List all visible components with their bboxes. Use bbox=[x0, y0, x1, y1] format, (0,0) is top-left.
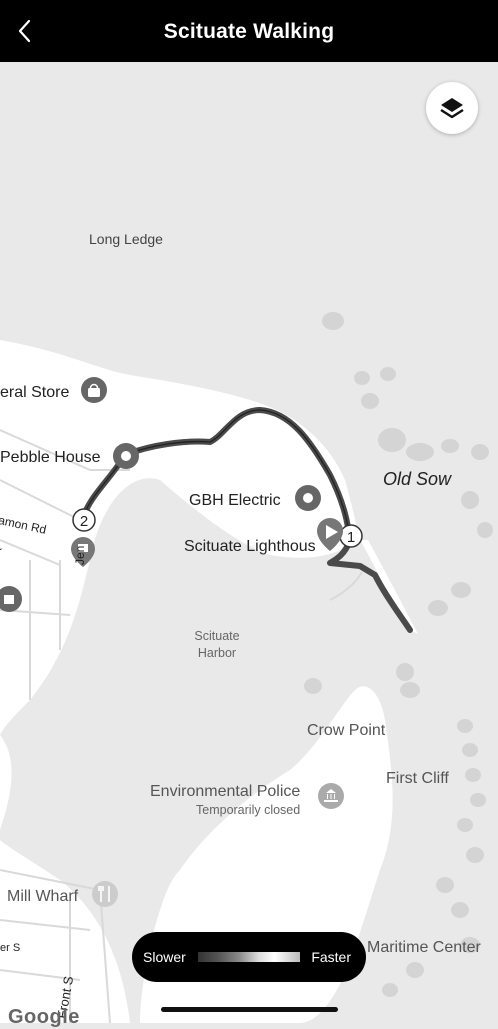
app-header: Scituate Walking bbox=[0, 0, 498, 62]
label-general-store: eral Store bbox=[0, 384, 70, 401]
gbh-electric-pin-icon[interactable] bbox=[295, 485, 321, 511]
speed-gradient bbox=[198, 952, 300, 962]
back-button[interactable] bbox=[10, 16, 40, 46]
label-gbh-electric: GBH Electric bbox=[189, 492, 281, 509]
page-title: Scituate Walking bbox=[163, 20, 335, 43]
label-old-sow: Old Sow bbox=[383, 469, 452, 489]
label-long-ledge: Long Ledge bbox=[89, 231, 163, 247]
speed-faster-label: Faster bbox=[311, 949, 351, 965]
label-maritime-center: Maritime Center bbox=[367, 939, 481, 956]
pebble-house-pin-icon[interactable] bbox=[113, 443, 139, 469]
land-west-shore bbox=[0, 735, 130, 1023]
restaurant-pin-icon[interactable] bbox=[92, 881, 118, 907]
label-environmental-police: Environmental Police bbox=[150, 783, 301, 800]
store-pin-icon[interactable] bbox=[81, 377, 107, 403]
speed-slower-label: Slower bbox=[143, 949, 186, 965]
label-scituate-harbor: Scituate Harbor bbox=[194, 628, 240, 662]
label-road-er: er S bbox=[0, 942, 21, 954]
label-road-jen: Jen bbox=[73, 545, 87, 565]
route-marker-2[interactable]: 2 bbox=[72, 508, 96, 532]
layers-icon bbox=[440, 98, 464, 119]
label-temporarily-closed: Temporarily closed bbox=[196, 803, 301, 817]
label-harbor-line1: Scituate bbox=[194, 629, 240, 643]
svg-text:2: 2 bbox=[80, 513, 88, 530]
land-peninsula-strip bbox=[360, 540, 418, 634]
home-indicator[interactable] bbox=[161, 1007, 338, 1012]
layers-button[interactable] bbox=[426, 82, 478, 134]
ledge-rocks bbox=[304, 312, 493, 997]
label-harbor-line2: Harbor bbox=[197, 646, 237, 660]
jen-street-pin-icon[interactable] bbox=[71, 537, 95, 567]
label-crow-point: Crow Point bbox=[307, 722, 386, 739]
google-attribution: Google bbox=[8, 1006, 80, 1028]
label-pebble-house: Pebble House bbox=[0, 449, 101, 466]
label-scituate-lighthouse: Scituate Lighthous bbox=[184, 538, 316, 555]
svg-text:1: 1 bbox=[347, 529, 355, 546]
label-mill-wharf: Mill Wharf bbox=[7, 888, 79, 905]
chevron-left-icon bbox=[18, 19, 31, 43]
map-view[interactable]: 2 1 bbox=[0, 62, 498, 1028]
land-north-shore bbox=[0, 340, 360, 735]
label-first-cliff: First Cliff bbox=[386, 770, 449, 787]
police-pin-icon[interactable] bbox=[318, 783, 344, 809]
speed-legend: Slower Faster bbox=[132, 932, 366, 982]
route-marker-1[interactable]: 1 bbox=[339, 524, 363, 548]
lighthouse-pin-icon[interactable] bbox=[317, 518, 343, 551]
landmark-pin-icon[interactable] bbox=[0, 586, 22, 612]
